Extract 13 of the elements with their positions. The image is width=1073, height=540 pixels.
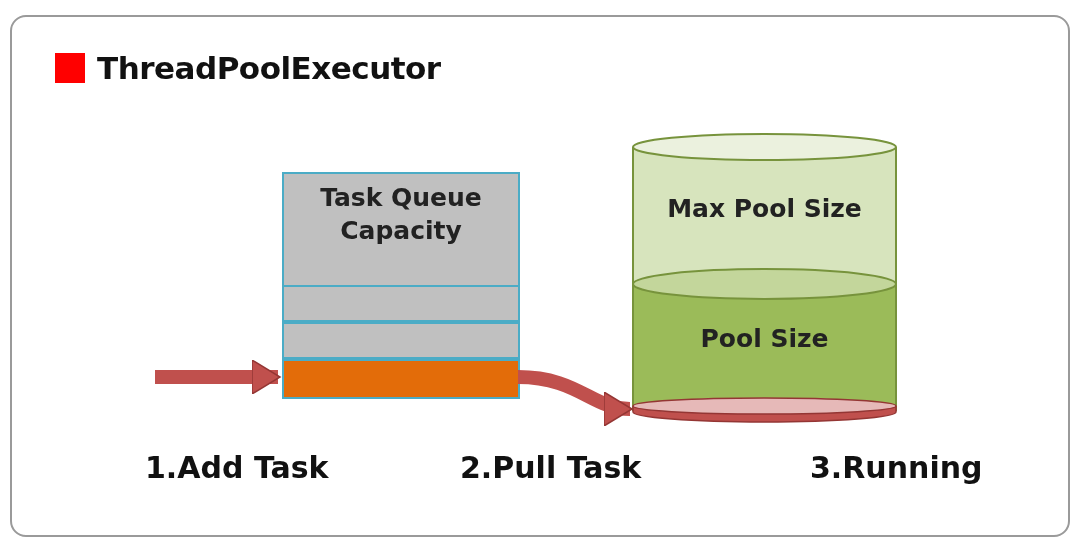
active-queue-slot	[282, 359, 520, 399]
step-label: 1.Add Task	[145, 450, 329, 485]
node-text: Max Pool Size	[667, 193, 862, 225]
title: ThreadPoolExecutor	[97, 50, 441, 86]
arrow	[517, 370, 633, 425]
step-label: 3.Running	[810, 450, 983, 485]
step-label: 2.Pull Task	[460, 450, 642, 485]
arrow	[155, 359, 281, 395]
queue-slot	[282, 322, 520, 359]
queue-slot	[282, 285, 520, 322]
node-text: Pool Size	[700, 322, 829, 355]
queue-box	[282, 172, 520, 397]
node-text: Task Queue Capacity	[319, 182, 483, 247]
